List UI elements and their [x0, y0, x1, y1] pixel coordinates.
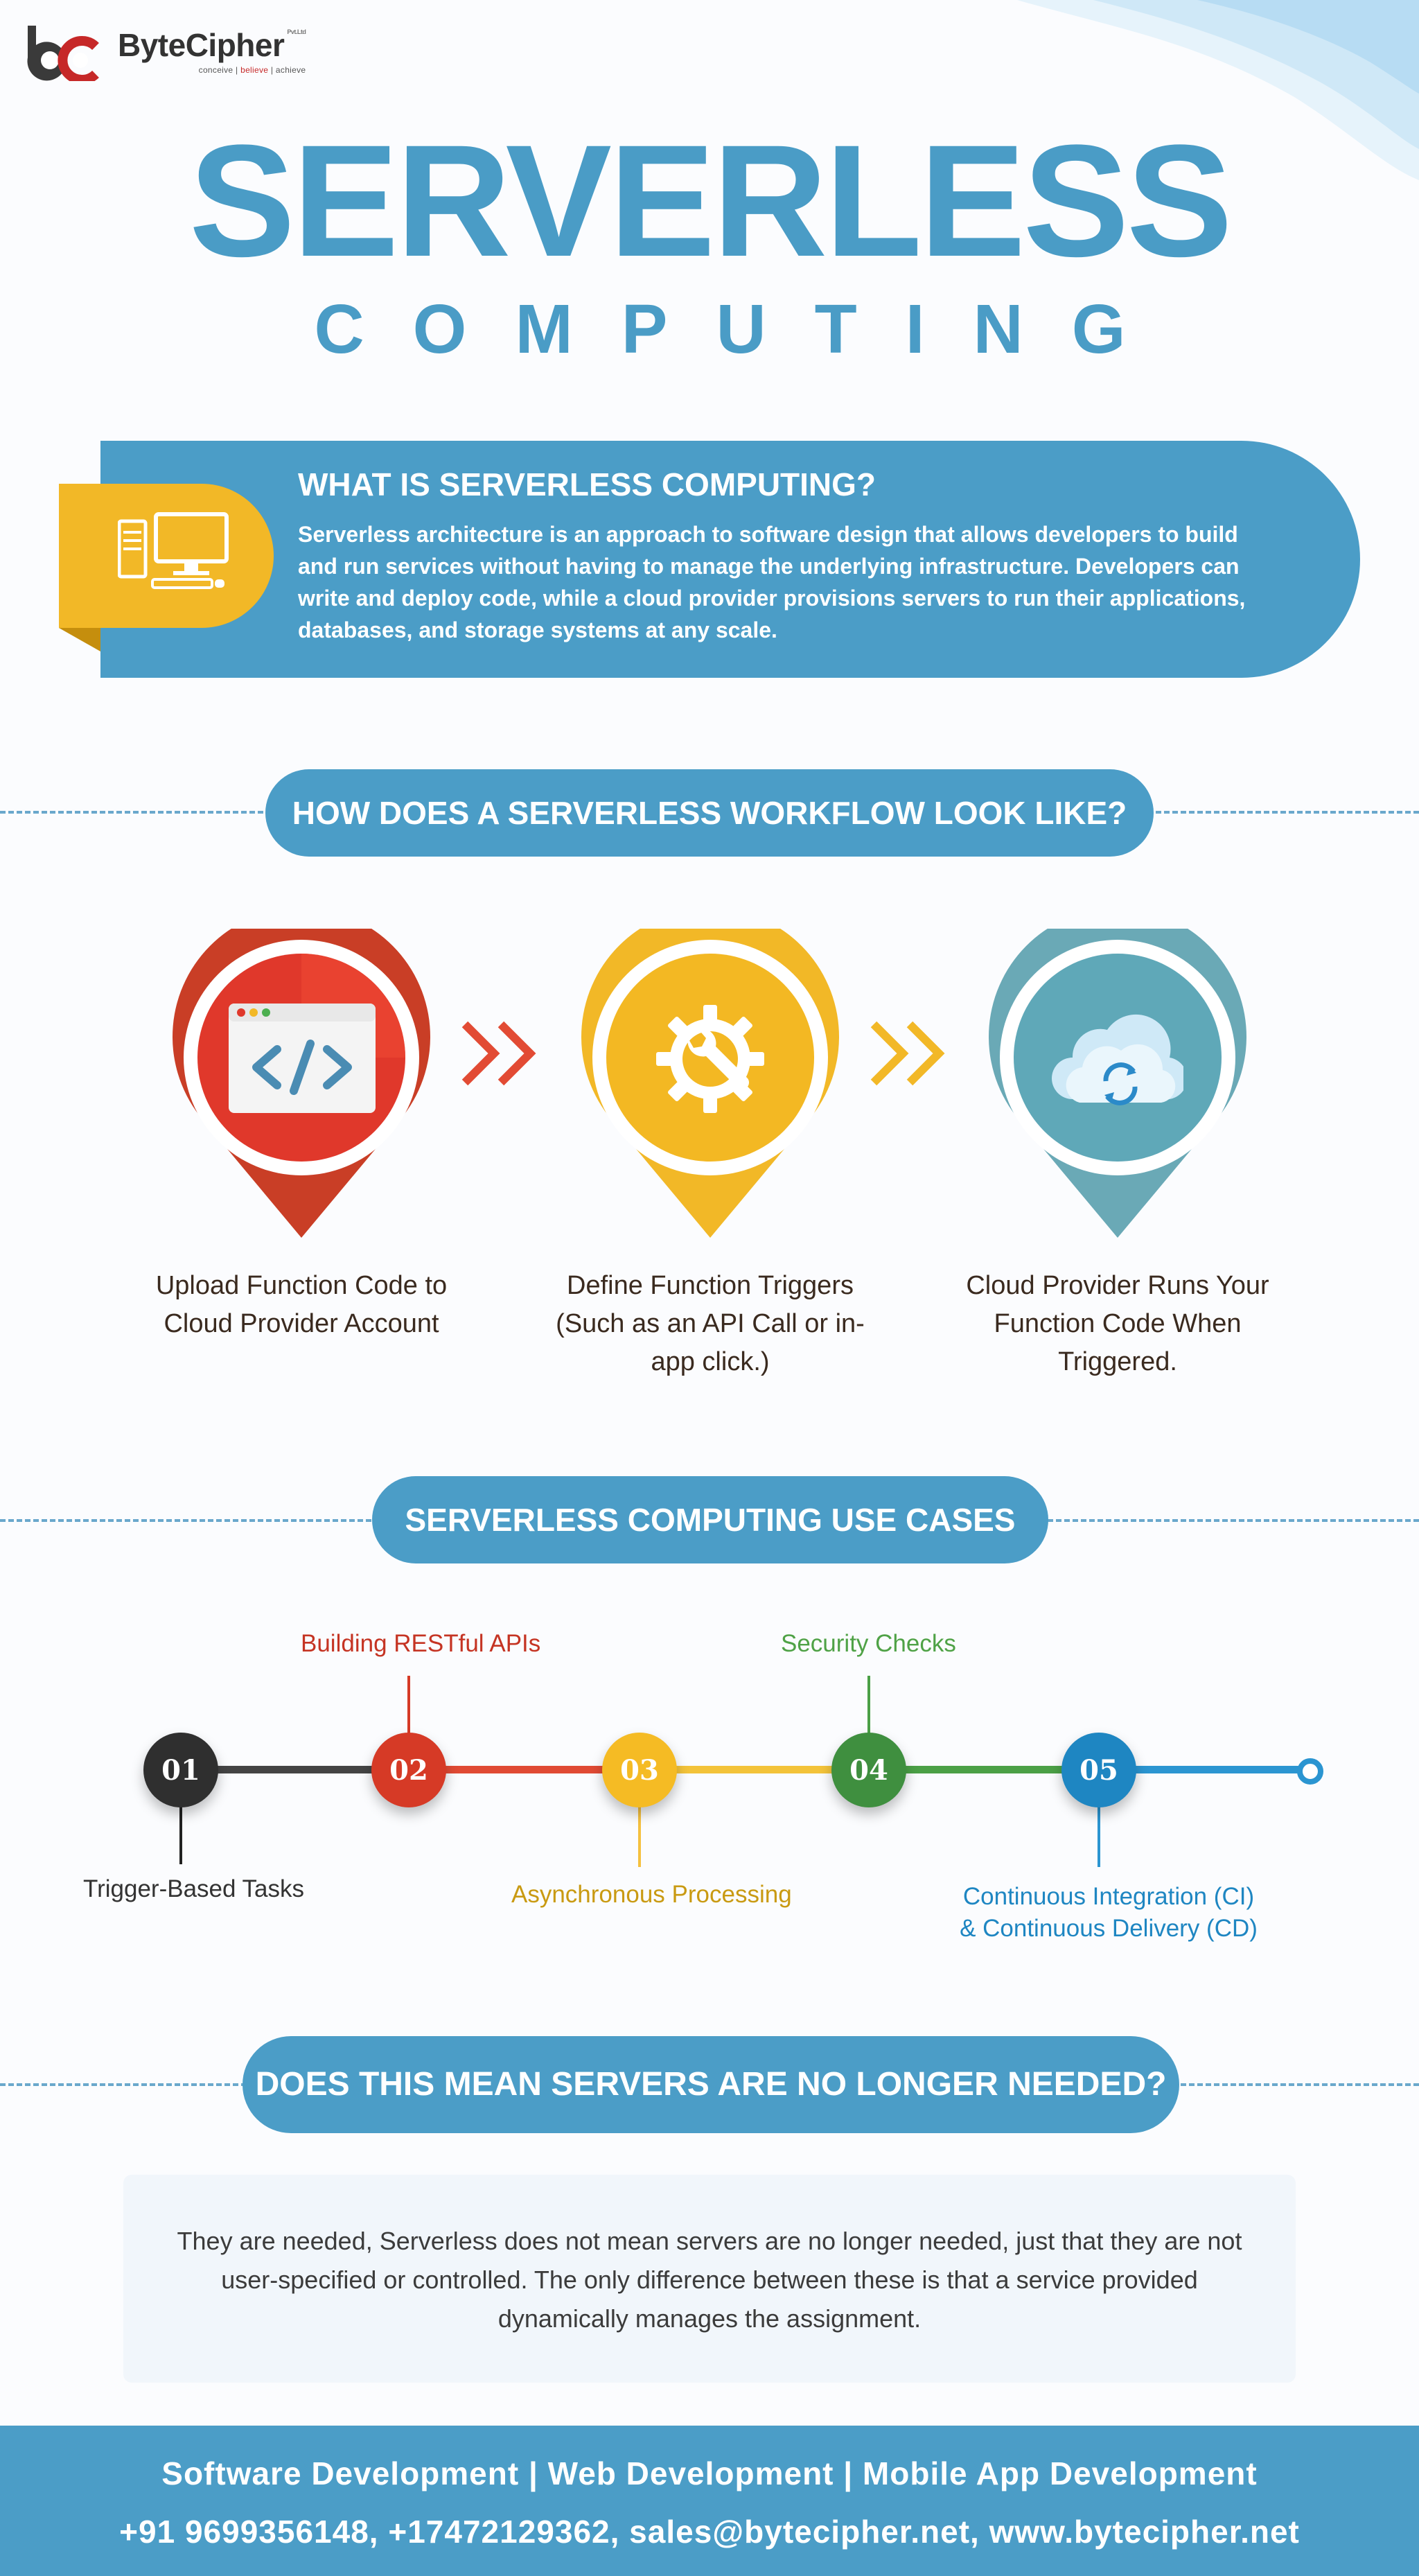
usecase-4-label: Security Checks — [781, 1630, 956, 1657]
step-1-label: Upload Function Code to Cloud Provider A… — [155, 1271, 448, 1338]
step-3-label: Cloud Provider Runs Your Function Code W… — [966, 1271, 1269, 1376]
bc-logo-icon — [24, 23, 109, 85]
what-is-title: WHAT IS SERVERLESS COMPUTING? — [298, 466, 876, 502]
usecase-3-label: Asynchronous Processing — [511, 1881, 792, 1908]
timeline-segment — [870, 1766, 1100, 1773]
usecase-5-label: Continuous Integration (CI) & Continuous… — [960, 1883, 1258, 1942]
timeline-stem — [407, 1676, 410, 1745]
page-title: SERVERLESS — [188, 112, 1233, 290]
answer-text: They are needed, Serverless does not mea… — [177, 2227, 1242, 2333]
usecase-3-node: 03 — [602, 1733, 677, 1807]
computer-icon — [117, 511, 229, 597]
timeline-stem — [1098, 1795, 1100, 1867]
timeline-stem — [638, 1795, 641, 1867]
footer-services: Software Development | Web Development |… — [161, 2455, 1258, 2491]
brand-tagline: conceive | believe | achieve — [198, 65, 306, 75]
usecases-heading: SERVERLESS COMPUTING USE CASES — [372, 1476, 1048, 1563]
computer-badge — [59, 484, 274, 628]
chevron-right-icon — [870, 1019, 949, 1092]
what-is-banner — [100, 441, 1360, 678]
usecase-1-node: 01 — [143, 1733, 218, 1807]
usecase-2-node: 02 — [371, 1733, 446, 1807]
timeline-segment — [410, 1766, 639, 1773]
page-subtitle: COMPUTING — [314, 290, 1174, 368]
usecase-1-label: Trigger-Based Tasks — [83, 1875, 305, 1902]
timeline-segment — [182, 1766, 410, 1773]
what-is-body: Serverless architecture is an approach t… — [298, 522, 1246, 642]
timeline-stem — [867, 1676, 870, 1745]
usecase-2-label: Building RESTful APIs — [301, 1630, 541, 1657]
workflow-heading: HOW DOES A SERVERLESS WORKFLOW LOOK LIKE… — [265, 769, 1154, 857]
gear-wrench-icon — [648, 997, 773, 1125]
usecase-5-node: 05 — [1061, 1733, 1136, 1807]
cloud-sync-icon — [1052, 995, 1188, 1116]
usecase-4-node: 04 — [831, 1733, 906, 1807]
chevron-right-icon — [461, 1019, 540, 1092]
timeline-end-node — [1297, 1758, 1323, 1785]
code-window-icon — [229, 1004, 376, 1116]
timeline-stem — [179, 1795, 182, 1864]
timeline-segment — [1100, 1766, 1307, 1773]
servers-heading: DOES THIS MEAN SERVERS ARE NO LONGER NEE… — [243, 2036, 1179, 2133]
answer-card — [123, 2175, 1296, 2383]
banner-fold — [59, 628, 100, 651]
step-2-label: Define Function Triggers (Such as an API… — [556, 1271, 865, 1376]
footer-contact[interactable]: +91 9699356148, +17472129362, sales@byte… — [119, 2514, 1300, 2550]
timeline-segment — [639, 1766, 870, 1773]
decorative-waves — [934, 0, 1419, 208]
footer-bar — [0, 2426, 1419, 2576]
